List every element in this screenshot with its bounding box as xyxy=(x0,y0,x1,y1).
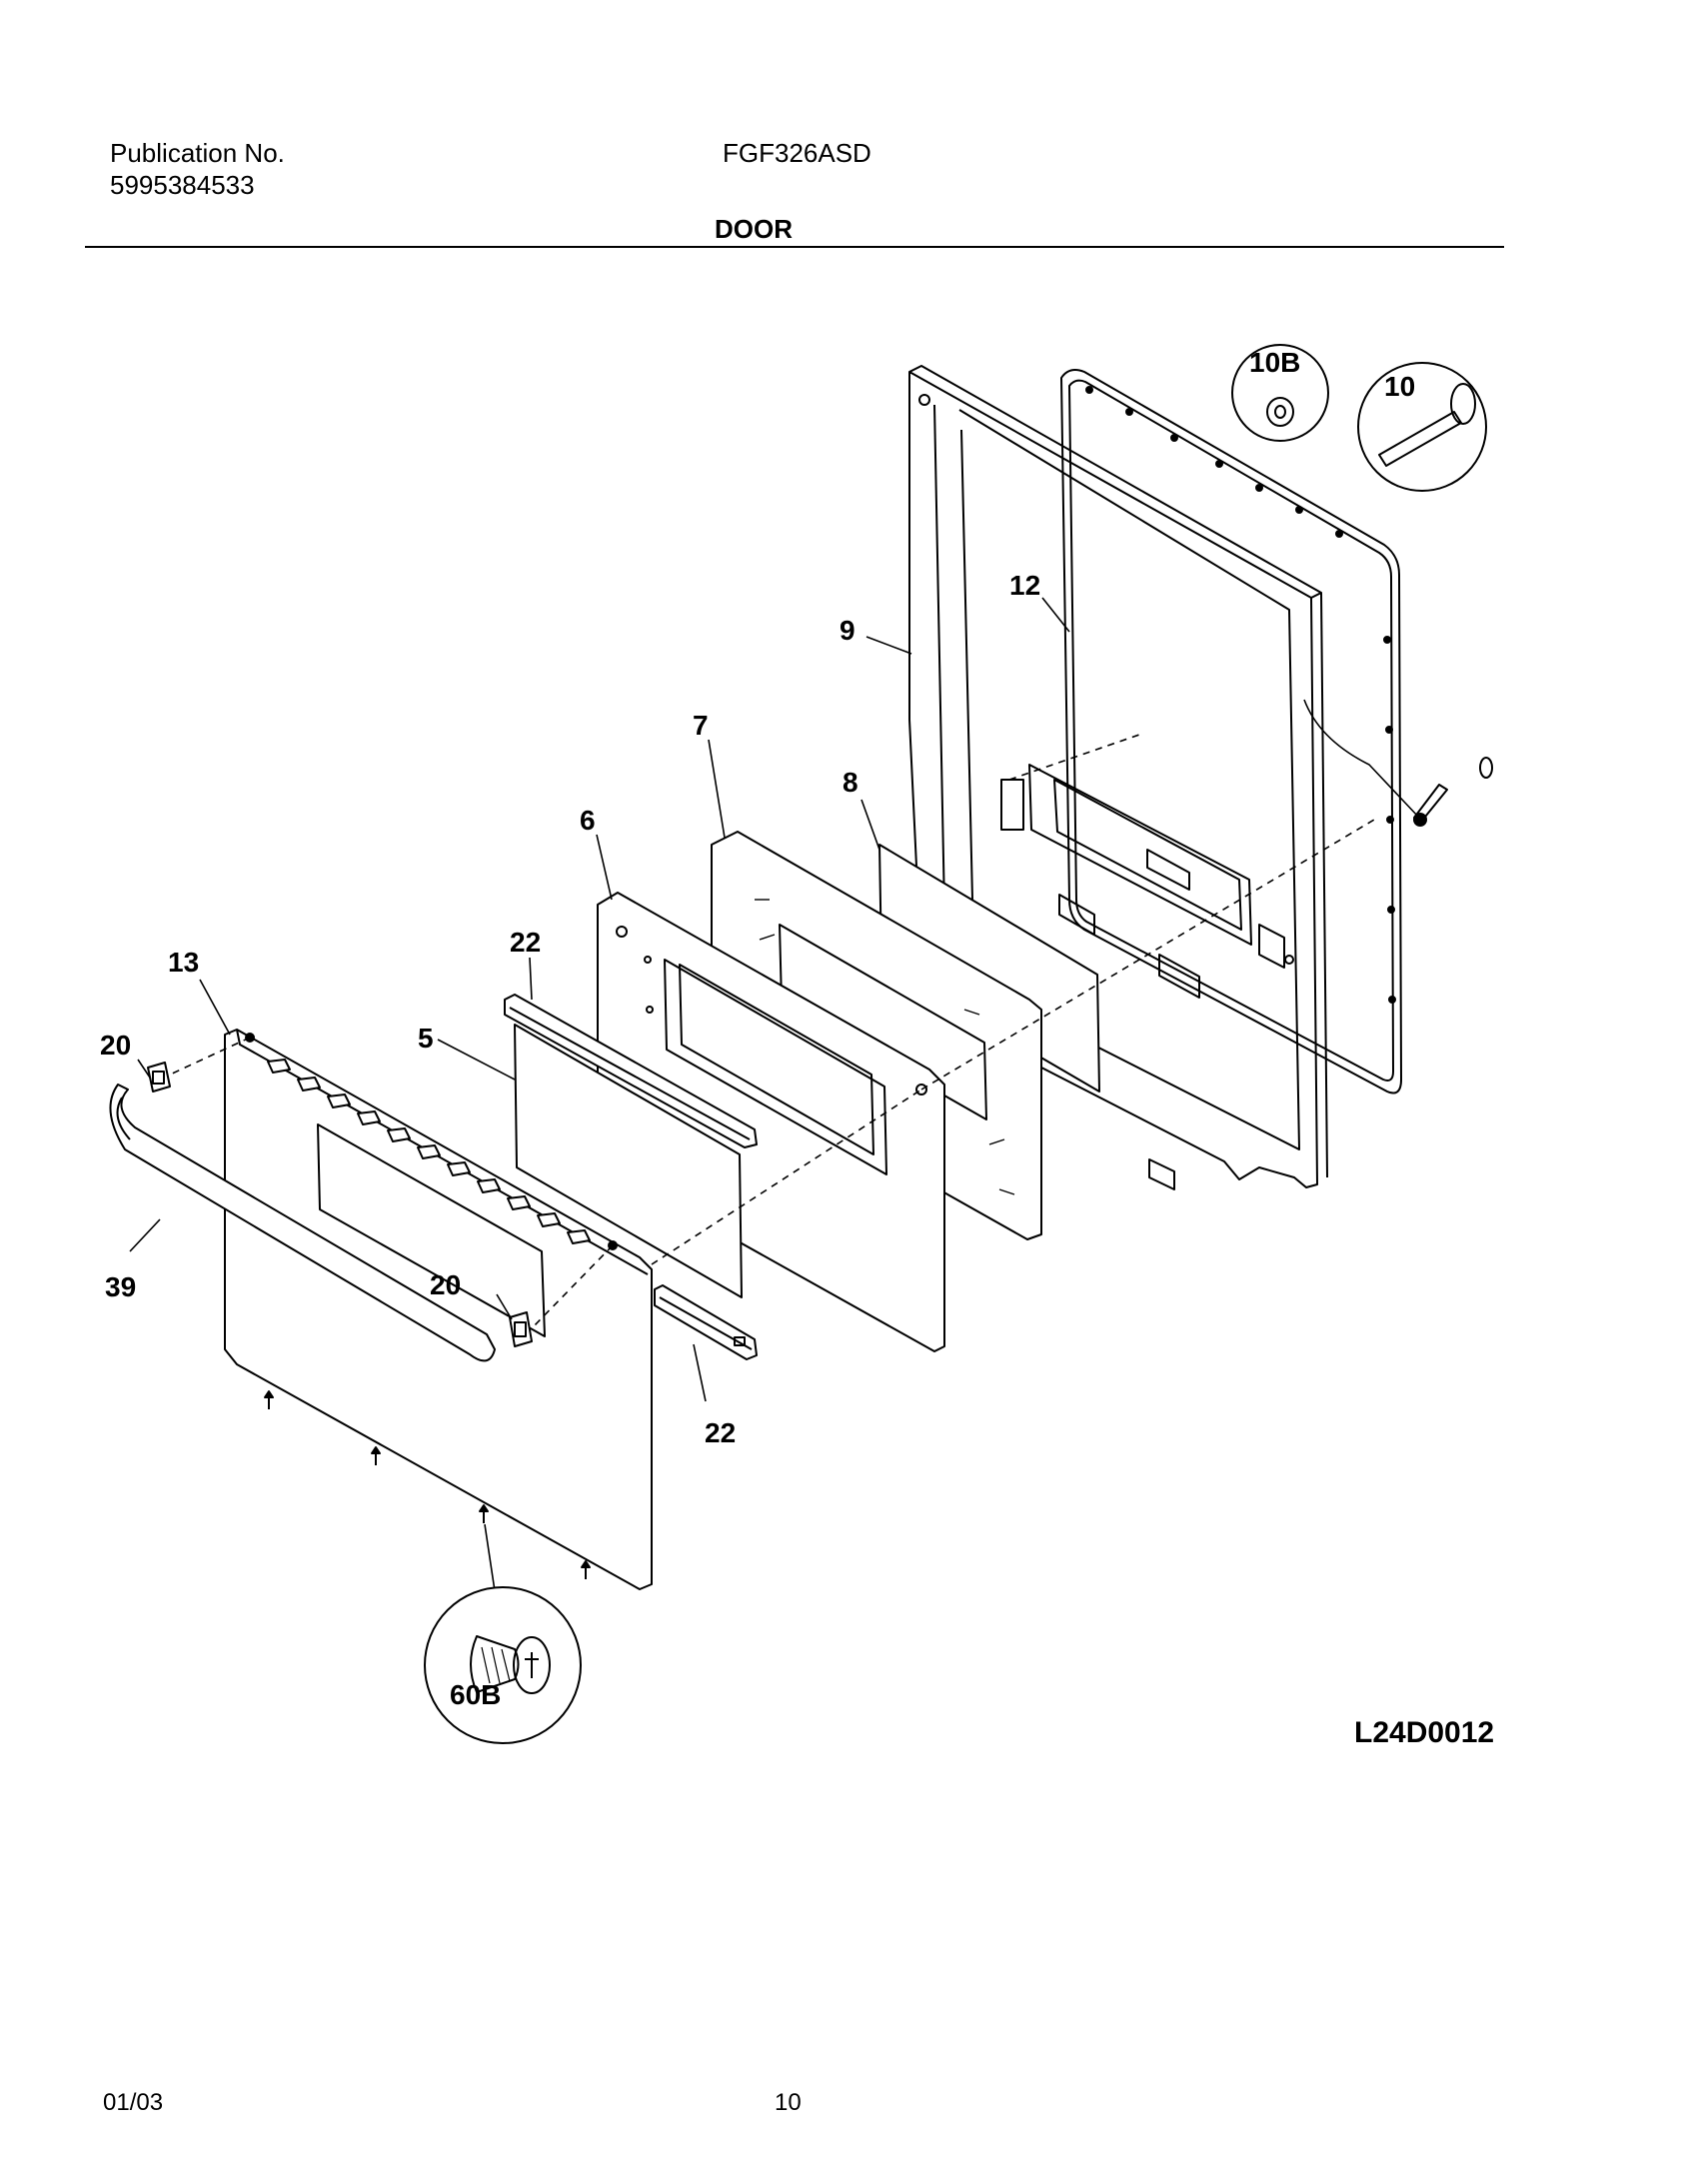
footer-date: 01/03 xyxy=(103,2089,164,2116)
part-22-top-channel xyxy=(504,994,758,1148)
drawing-code: L24D0012 xyxy=(1354,1716,1494,1749)
callout-9: 9 xyxy=(840,615,855,646)
detail-10b-circle xyxy=(1231,344,1329,442)
callout-10: 10 xyxy=(1384,371,1415,402)
callout-7: 7 xyxy=(693,710,709,741)
footer-page-number: 10 xyxy=(775,2089,802,2116)
publication-label: Publication No. xyxy=(110,138,285,168)
part-22-bottom-channel xyxy=(654,1284,758,1360)
callout-13: 13 xyxy=(168,947,199,978)
callout-20-left: 20 xyxy=(100,1030,131,1061)
callout-22-bottom: 22 xyxy=(705,1417,736,1448)
callout-labels: 12 9 10B 10 7 8 6 22 13 5 20 39 20 22 60… xyxy=(100,347,1494,1749)
callout-6: 6 xyxy=(580,805,596,836)
callout-12: 12 xyxy=(1009,570,1040,601)
detail-10-circle xyxy=(1357,362,1487,492)
part-20-right-mount xyxy=(509,1311,533,1347)
callout-22-top: 22 xyxy=(510,927,541,958)
part-20-left-mount xyxy=(147,1062,171,1092)
bottom-screws xyxy=(264,1390,591,1579)
publication-number: 5995384533 xyxy=(110,170,255,200)
callout-39: 39 xyxy=(105,1271,136,1302)
callout-10b: 10B xyxy=(1249,347,1300,378)
part-5-glass xyxy=(514,1024,743,1298)
callout-5: 5 xyxy=(418,1023,434,1054)
callout-8: 8 xyxy=(843,767,858,798)
model-number: FGF326ASD xyxy=(723,138,871,168)
callout-20-right: 20 xyxy=(430,1269,461,1300)
part-10-screw-installed xyxy=(1413,757,1493,827)
header-rule xyxy=(85,246,1504,248)
callout-60b: 60B xyxy=(450,1679,501,1710)
section-title: DOOR xyxy=(715,214,793,244)
part-39-handle xyxy=(109,1084,496,1362)
detail-60b-circle xyxy=(424,1586,582,1744)
part-12-gasket xyxy=(1060,369,1402,1094)
